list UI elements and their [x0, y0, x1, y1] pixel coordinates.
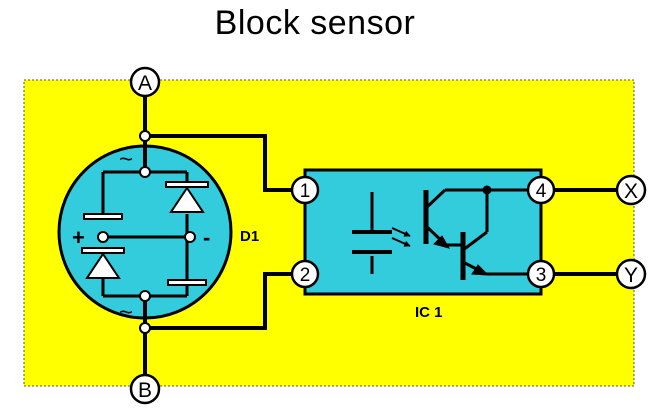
bridge-diode-top-right [165, 181, 209, 213]
bridge-diode-bottom-left [81, 247, 125, 279]
bridge-ac-label-top: ~ [119, 146, 133, 173]
pin-4-label: 4 [536, 181, 547, 202]
optocoupler-pin-2: 2 [290, 259, 320, 289]
terminal-a: A [129, 66, 161, 98]
optocoupler-pin-4: 4 [526, 175, 556, 205]
pin-1-label: 1 [300, 181, 311, 202]
pin-3-label: 3 [536, 265, 547, 286]
terminal-x: X [615, 174, 647, 206]
bridge-plus-label: + [72, 225, 85, 250]
bridge-minus-label: - [203, 225, 210, 250]
page-title: Block sensor [214, 4, 416, 42]
junction-dots [97, 130, 196, 334]
optocoupler-pin-3: 3 [526, 259, 556, 289]
terminal-a-label: A [138, 72, 152, 95]
terminal-b: B [129, 373, 161, 405]
bridge-ac-label-bottom: ~ [119, 299, 133, 326]
darlington-transistor [423, 185, 542, 280]
bridge-ref-label: D1 [240, 228, 259, 245]
terminal-y-label: Y [624, 264, 638, 287]
terminal-b-label: B [138, 379, 152, 402]
bridge-internal-wiring [101, 170, 190, 298]
bridge-diode-bottom-right [167, 279, 207, 286]
optocoupler-ref-label: IC 1 [415, 304, 443, 321]
terminal-y: Y [615, 258, 647, 290]
optocoupler-led [352, 192, 392, 274]
pin-2-label: 2 [300, 265, 311, 286]
optocoupler-pin-1: 1 [290, 175, 320, 205]
optocoupler-light-arrows [391, 227, 411, 247]
bridge-diode-top-left [83, 213, 123, 220]
terminal-x-label: X [624, 180, 638, 203]
